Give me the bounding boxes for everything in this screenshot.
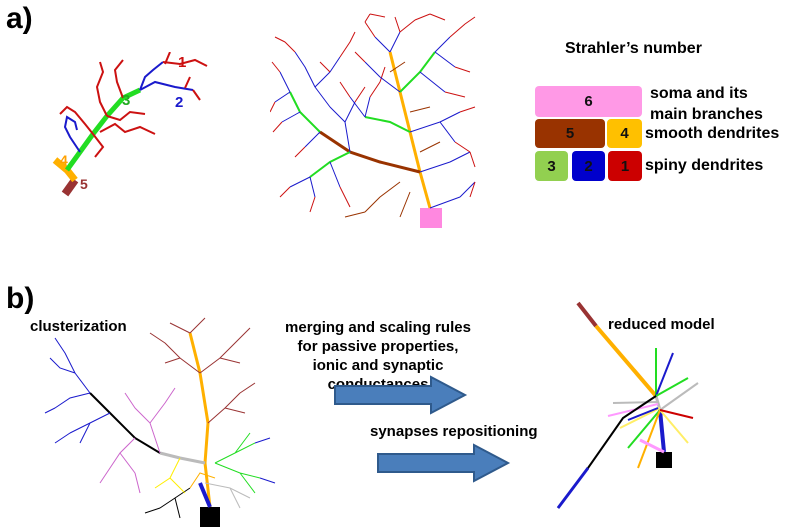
panel-b-label: b)	[6, 282, 35, 315]
arrow-synapses	[377, 443, 511, 483]
reduced-model-diagram	[556, 301, 699, 509]
legend-title: Strahler’s number	[565, 40, 702, 57]
soma	[200, 507, 220, 527]
order-5-segment	[61, 177, 79, 197]
order-3-segment	[64, 87, 142, 172]
branch-label-5: 5	[80, 176, 88, 192]
neuron-clustered	[44, 317, 276, 527]
legend-box-5: 5	[535, 119, 605, 148]
soma	[656, 452, 672, 468]
branch-label-2: 2	[175, 94, 184, 111]
neuron-strahler-colored	[270, 13, 476, 228]
reduced-model-label: reduced model	[608, 316, 715, 333]
branch-label-4: 4	[60, 152, 68, 168]
legend-box-2: 2	[572, 151, 605, 181]
arrow-rules	[334, 375, 468, 415]
legend-box-4: 4	[607, 119, 642, 148]
legend-box-6: 6	[535, 86, 642, 117]
branch-label-3: 3	[122, 92, 131, 109]
legend-box-3: 3	[535, 151, 568, 181]
soma	[420, 208, 442, 228]
legend-row-spiny: spiny dendrites	[645, 157, 764, 174]
branch-schematic	[52, 52, 208, 197]
panel-a-label: a)	[6, 2, 33, 35]
legend-box-1: 1	[608, 151, 642, 181]
legend-row-smooth: smooth dendrites	[645, 125, 780, 142]
clusterization-label: clusterization	[30, 318, 127, 335]
branch-label-1: 1	[178, 54, 187, 71]
synapses-caption: synapses repositioning	[370, 423, 538, 440]
legend-row-soma: soma and its main branches	[650, 85, 763, 123]
